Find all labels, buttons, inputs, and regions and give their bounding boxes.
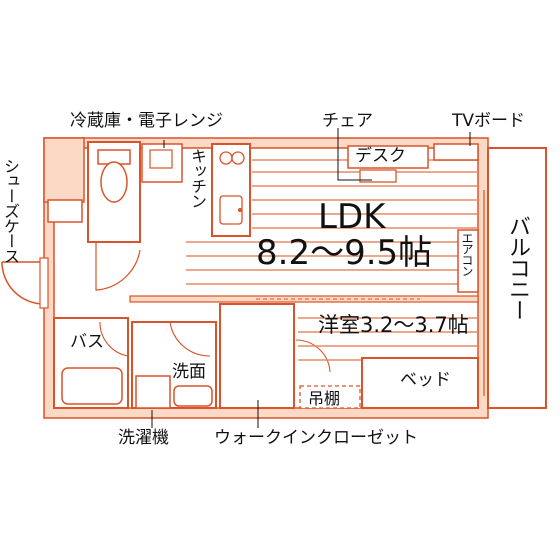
bathtub [61,367,123,405]
genkan-area [43,137,85,203]
toilet-bowl [100,161,128,203]
toilet-room [87,141,141,243]
washbasin-label: 洗面 [172,362,206,382]
aircon-unit [457,229,479,293]
balcony [487,147,547,409]
fridge-box [141,143,183,183]
ldk-size-label: 8.2〜9.5帖 [256,233,433,273]
aircon-label: エアコン [460,232,474,276]
desk-label: デスク [355,146,406,166]
fridge-microwave-label: 冷蔵庫・電子レンジ [70,111,223,131]
washbasin-unit [173,385,213,407]
entry-door [1,257,49,309]
walk-in-closet [219,303,331,409]
kitchen-counter [211,143,251,237]
ldk-label: LDK [318,197,386,237]
bed [361,357,479,409]
kitchen-label: キッチン [188,148,207,208]
washing-machine-label: 洗濯機 [118,428,169,448]
microwave-box [149,149,173,169]
shoe-case-label: シューズケース [1,158,20,263]
tv-board-label: TVボード [452,111,526,131]
shoe-case [47,199,83,223]
chair-leader [337,128,372,181]
western-room-label: 洋室3.2〜3.7帖 [318,313,469,337]
washing-machine [135,375,171,409]
tv-board [433,143,479,161]
bath-door [99,318,129,357]
balcony-label: バルコニー [505,215,530,320]
chair-label: チェア [322,111,373,131]
bathroom [53,317,129,409]
partition-wall [129,295,479,303]
shelf-label: 吊棚 [308,389,341,408]
washroom [131,321,217,409]
chair-mark [359,169,397,183]
desk [347,145,429,169]
toilet-door [95,242,141,291]
walk-in-closet-label: ウォークインクローゼット [214,428,418,448]
bath-label: バス [70,332,104,352]
hanging-shelf [299,385,361,409]
washroom-door [169,321,211,357]
bed-label: ベッド [400,370,451,390]
